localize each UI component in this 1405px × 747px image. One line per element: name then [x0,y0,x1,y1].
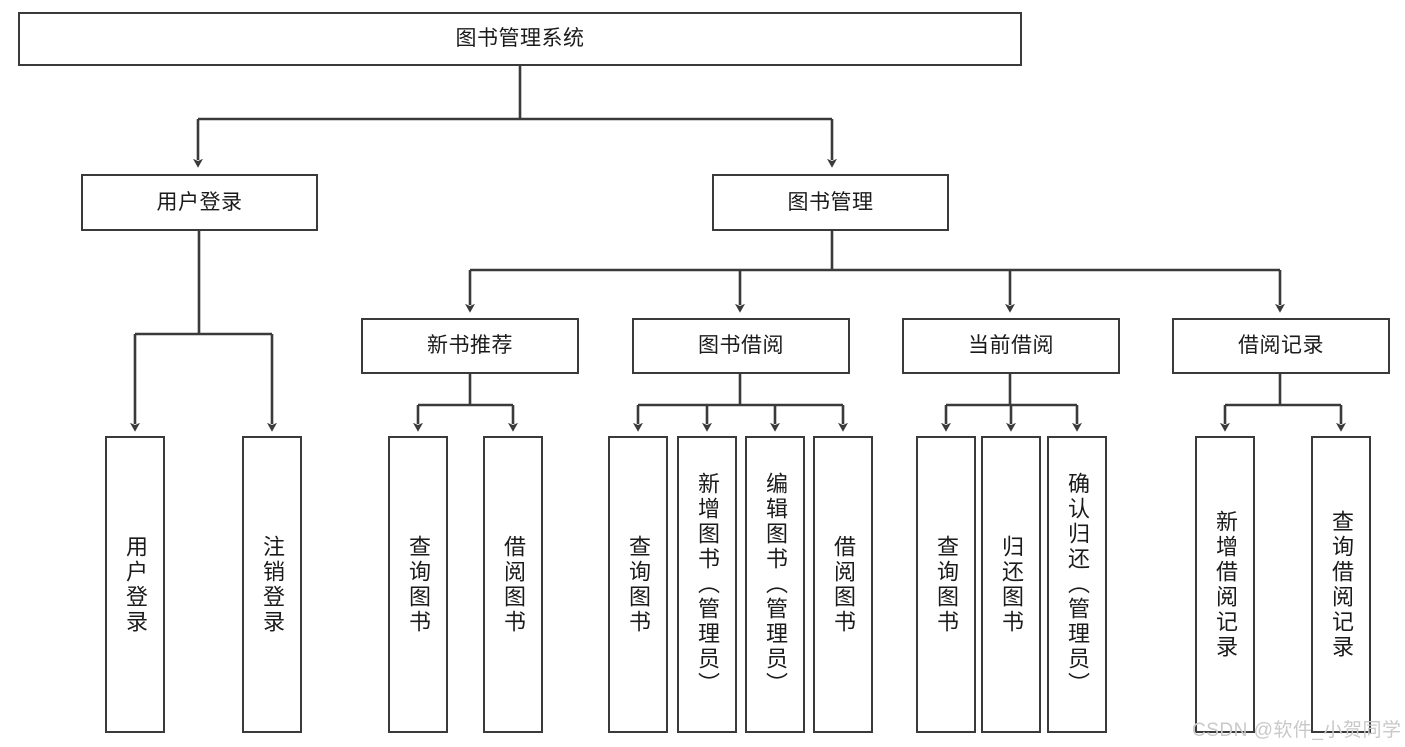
leaf-borrow-book-1[interactable]: 借阅图书 [483,436,543,733]
node-new-book-rec-label: 新书推荐 [427,334,513,358]
node-book-borrow-label: 图书借阅 [698,334,784,358]
node-book-borrow[interactable]: 图书借阅 [632,318,850,374]
leaf-query-record[interactable]: 查询借阅记录 [1311,436,1371,733]
connector-book-manage-to-level3 [465,231,1285,313]
leaf-add-record-label: 新增借阅记录 [1213,509,1238,660]
leaf-edit-book[interactable]: 编辑图书（管理员） [745,436,805,733]
leaf-query-book-1[interactable]: 查询图书 [388,436,448,733]
node-book-manage[interactable]: 图书管理 [712,174,949,231]
leaf-logout-label: 注销登录 [260,534,285,635]
node-book-manage-label: 图书管理 [787,190,874,214]
connector-book-borrow-to-leaves [633,374,848,432]
leaf-query-book-1-label: 查询图书 [406,534,431,635]
node-root[interactable]: 图书管理系统 [18,12,1022,66]
leaf-add-record[interactable]: 新增借阅记录 [1195,436,1255,733]
leaf-user-login[interactable]: 用户登录 [105,436,165,733]
leaf-logout[interactable]: 注销登录 [242,436,302,733]
leaf-add-book-label: 新增图书（管理员） [695,472,720,697]
leaf-query-book-2[interactable]: 查询图书 [608,436,668,733]
node-user-login-label: 用户登录 [156,190,243,214]
leaf-query-book-2-label: 查询图书 [626,534,651,635]
leaf-query-book-3-label: 查询图书 [934,534,959,635]
leaf-user-login-label: 用户登录 [123,534,148,635]
leaf-confirm-return-label: 确认归还（管理员） [1065,472,1090,697]
node-root-label: 图书管理系统 [455,27,585,51]
leaf-add-book[interactable]: 新增图书（管理员） [677,436,737,733]
node-borrow-record-label: 借阅记录 [1238,334,1324,358]
leaf-return-book-label: 归还图书 [999,534,1024,635]
connector-borrow-record-to-leaves [1220,374,1346,432]
node-current-borrow-label: 当前借阅 [968,334,1054,358]
connector-root-to-level2 [193,65,837,168]
node-new-book-rec[interactable]: 新书推荐 [361,318,579,374]
connector-user-login-to-leaves [130,231,277,432]
leaf-borrow-book-1-label: 借阅图书 [501,534,526,635]
leaf-edit-book-label: 编辑图书（管理员） [763,472,788,697]
leaf-borrow-book-2-label: 借阅图书 [831,534,856,635]
node-user-login[interactable]: 用户登录 [81,174,318,231]
leaf-confirm-return[interactable]: 确认归还（管理员） [1047,436,1107,733]
leaf-return-book[interactable]: 归还图书 [981,436,1041,733]
connector-current-borrow-to-leaves [941,374,1082,432]
node-current-borrow[interactable]: 当前借阅 [902,318,1120,374]
leaf-query-record-label: 查询借阅记录 [1329,509,1354,660]
connector-new-book-rec-to-leaves [413,374,518,432]
node-borrow-record[interactable]: 借阅记录 [1172,318,1390,374]
leaf-query-book-3[interactable]: 查询图书 [916,436,976,733]
leaf-borrow-book-2[interactable]: 借阅图书 [813,436,873,733]
